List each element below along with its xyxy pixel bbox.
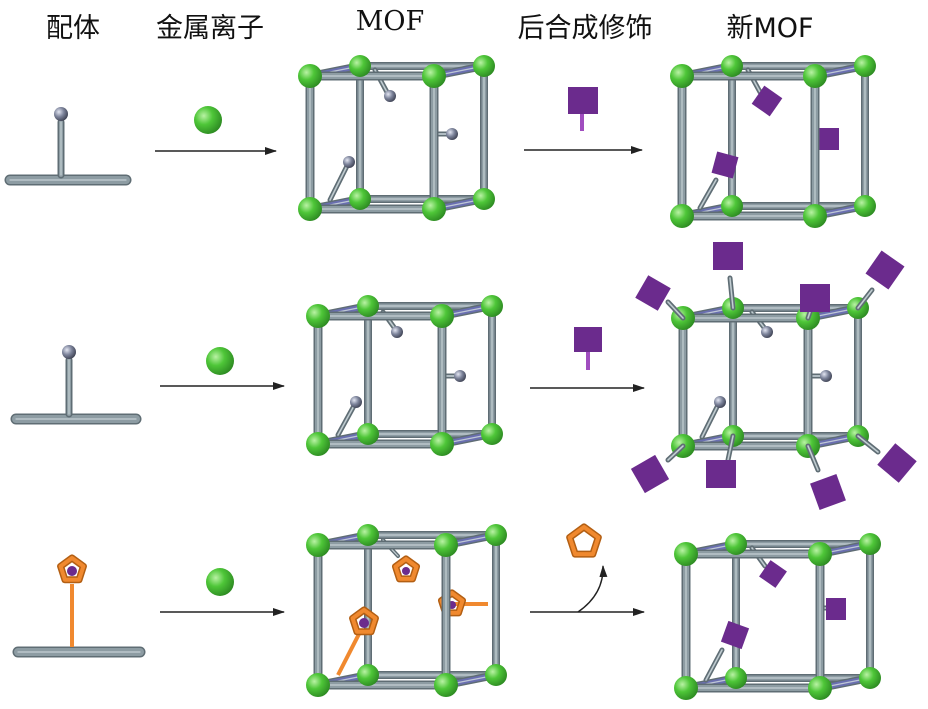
functional-bead	[62, 345, 76, 359]
functional-bead	[761, 326, 773, 338]
ligand	[10, 345, 142, 425]
reagent-square-row1	[568, 87, 598, 131]
new-mof-cube-row1	[670, 55, 876, 228]
metal-node	[357, 664, 379, 686]
functional-square	[635, 275, 671, 311]
functional-square	[817, 128, 839, 150]
functional-square	[751, 85, 783, 117]
metal-node	[485, 664, 507, 686]
metal-ion	[206, 347, 234, 375]
mof-cube-row1	[298, 55, 495, 221]
header-ligand: 配体	[46, 13, 100, 44]
functional-bead	[54, 107, 68, 121]
metal-node	[306, 533, 330, 557]
functional-square	[759, 560, 787, 588]
functional-square	[826, 598, 846, 620]
functional-square	[810, 474, 846, 510]
metal-ion	[206, 347, 234, 375]
ligand	[4, 107, 132, 186]
metal-node	[298, 197, 322, 221]
functional-bead	[454, 370, 466, 382]
functional-square	[706, 460, 736, 488]
functional-square	[720, 620, 750, 650]
ring-metal-center	[402, 567, 410, 575]
functional-bead	[350, 396, 362, 408]
metal-node	[670, 64, 694, 88]
new-mof-cube-row3	[674, 533, 881, 700]
functional-bead	[391, 326, 403, 338]
functional-square	[713, 242, 743, 270]
functional-square	[711, 151, 739, 179]
metal-node	[803, 204, 827, 228]
reagent-square-row2	[574, 327, 602, 370]
metal-node	[721, 55, 743, 77]
metal-node	[481, 423, 503, 445]
header-metal-ion: 金属离子	[156, 13, 264, 44]
metal-node	[422, 197, 446, 221]
metal-node	[859, 533, 881, 555]
functional-bead	[446, 128, 458, 140]
removed-ring-row3	[566, 523, 608, 613]
header-post-synthetic-modification: 后合成修饰	[517, 13, 653, 44]
metal-ion	[206, 568, 234, 596]
metal-node	[357, 423, 379, 445]
reagent-square	[568, 87, 598, 114]
ring-metal-center	[67, 566, 77, 576]
ring-linker	[336, 631, 362, 676]
mof-cube-row3	[306, 524, 507, 697]
metal-node	[473, 55, 495, 77]
metal-node	[357, 524, 379, 546]
metal-node	[670, 204, 694, 228]
ligand	[12, 554, 146, 658]
metal-node	[854, 55, 876, 77]
functional-square	[877, 443, 917, 483]
metal-node	[298, 64, 322, 88]
metal-node	[434, 673, 458, 697]
metal-ion	[206, 568, 234, 596]
metal-node	[674, 676, 698, 700]
metal-node	[430, 432, 454, 456]
functional-square	[630, 454, 670, 494]
metal-node	[349, 55, 371, 77]
metal-node	[434, 533, 458, 557]
metal-node	[306, 304, 330, 328]
metal-node	[808, 542, 832, 566]
functional-square	[865, 250, 905, 290]
metal-ion	[194, 106, 222, 134]
ring-removal-arrow	[577, 565, 608, 613]
reagent-square	[574, 327, 602, 352]
new-mof-cube-row2	[630, 242, 917, 510]
metal-node	[808, 676, 832, 700]
metal-node	[306, 432, 330, 456]
metal-node	[485, 524, 507, 546]
metal-node	[725, 667, 747, 689]
metal-node	[481, 295, 503, 317]
metal-node	[803, 64, 827, 88]
metal-node	[674, 542, 698, 566]
metal-node	[473, 188, 495, 210]
metal-node	[430, 304, 454, 328]
metal-node	[859, 667, 881, 689]
ring-metal-center	[359, 618, 369, 628]
metal-node	[306, 673, 330, 697]
functional-bead	[820, 370, 832, 382]
metal-node	[357, 295, 379, 317]
header-mof: MOF	[355, 6, 425, 37]
header-new-mof: 新MOF	[726, 13, 814, 44]
mof-cube-row2	[306, 295, 503, 456]
metal-node	[349, 188, 371, 210]
metal-node	[422, 64, 446, 88]
functional-bead	[384, 90, 396, 102]
functional-bead	[343, 156, 355, 168]
metal-node	[854, 195, 876, 217]
functional-bead	[714, 396, 726, 408]
metal-node	[721, 195, 743, 217]
functional-square	[800, 284, 830, 312]
metal-ion	[194, 106, 222, 134]
metal-node	[725, 533, 747, 555]
